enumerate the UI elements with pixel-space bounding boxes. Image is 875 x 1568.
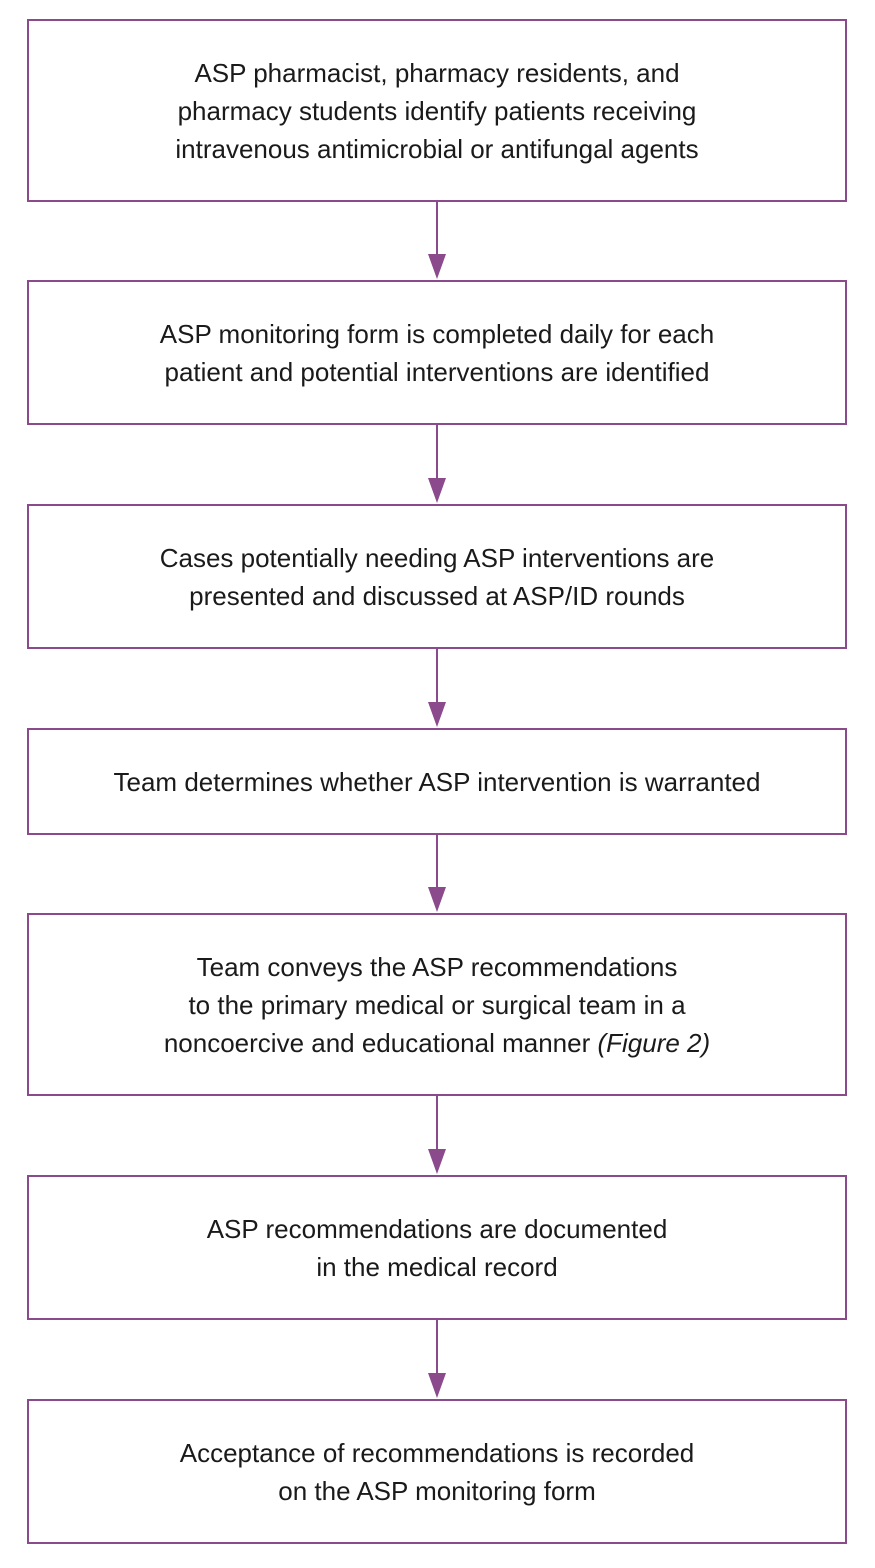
step-3-line-1: Cases potentially needing ASP interventi… xyxy=(159,542,715,573)
step-5-line-3-wrapper: noncoercive and educational manner (Figu… xyxy=(164,1024,710,1062)
step-7-line-1: Acceptance of recommendations is recorde… xyxy=(179,1437,695,1468)
step-4-line-1: Team determines whether ASP intervention… xyxy=(113,766,761,797)
step-1-identify-patients: ASP pharmacist, pharmacy residents, and … xyxy=(27,19,847,202)
step-5-line-2: to the primary medical or surgical team … xyxy=(188,989,686,1020)
step-2-line-2: patient and potential interventions are … xyxy=(164,356,710,387)
step-3-text: Cases potentially needing ASP interventi… xyxy=(160,539,715,615)
step-1-line-3: intravenous antimicrobial or antifungal … xyxy=(175,133,699,164)
step-1-text: ASP pharmacist, pharmacy residents, and … xyxy=(175,54,698,168)
step-6-documented: ASP recommendations are documented in th… xyxy=(27,1175,847,1320)
step-6-line-2: in the medical record xyxy=(316,1251,558,1282)
step-6-line-1: ASP recommendations are documented xyxy=(206,1213,668,1244)
step-7-text: Acceptance of recommendations is recorde… xyxy=(180,1434,695,1510)
step-2-text: ASP monitoring form is completed daily f… xyxy=(160,315,714,391)
step-1-line-1: ASP pharmacist, pharmacy residents, and xyxy=(194,57,680,88)
step-1-line-2: pharmacy students identify patients rece… xyxy=(177,95,697,126)
step-5-line-3: noncoercive and educational manner xyxy=(163,1027,591,1058)
step-3-line-2: presented and discussed at ASP/ID rounds xyxy=(189,580,685,611)
arrow-4-to-5 xyxy=(428,835,446,912)
step-2-monitoring-form: ASP monitoring form is completed daily f… xyxy=(27,280,847,425)
step-7-line-2: on the ASP monitoring form xyxy=(278,1475,596,1506)
arrow-2-to-3 xyxy=(428,425,446,503)
arrow-5-to-6 xyxy=(428,1096,446,1174)
step-5-text: Team conveys the ASP recommendations to … xyxy=(164,948,710,1062)
step-5-team-conveys: Team conveys the ASP recommendations to … xyxy=(27,913,847,1096)
arrow-1-to-2 xyxy=(428,202,446,279)
step-5-figure-ref: (Figure 2) xyxy=(597,1027,711,1058)
step-2-line-1: ASP monitoring form is completed daily f… xyxy=(159,318,715,349)
step-7-acceptance-recorded: Acceptance of recommendations is recorde… xyxy=(27,1399,847,1544)
arrow-6-to-7 xyxy=(428,1320,446,1398)
step-4-text: Team determines whether ASP intervention… xyxy=(114,763,761,801)
step-4-team-determines: Team determines whether ASP intervention… xyxy=(27,728,847,835)
step-3-cases-discussed: Cases potentially needing ASP interventi… xyxy=(27,504,847,649)
step-6-text: ASP recommendations are documented in th… xyxy=(207,1210,668,1286)
step-5-line-1: Team conveys the ASP recommendations xyxy=(196,951,678,982)
arrow-3-to-4 xyxy=(428,649,446,727)
